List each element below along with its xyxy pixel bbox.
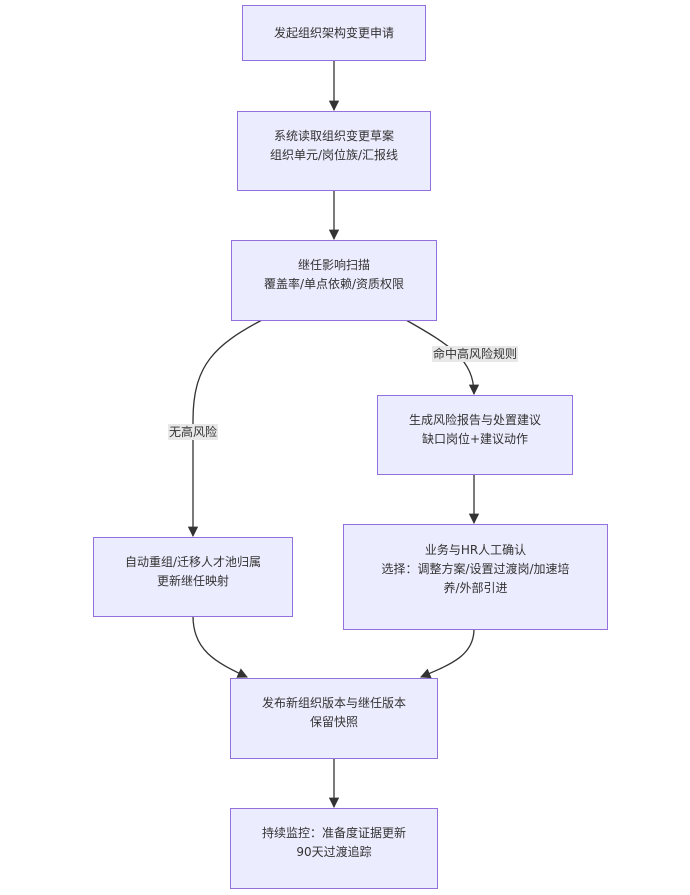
- node-scan-line-1: 继任影响扫描: [297, 258, 370, 272]
- edge-label-high-risk-hit: 命中高风险规则: [432, 346, 519, 362]
- node-start-line-1: 发起组织架构变更申请: [273, 25, 394, 40]
- node-scan-line-2: 覆盖率/单点依赖/资质权限: [263, 277, 405, 291]
- node-monitor-line-2: 90天过渡追踪: [296, 845, 372, 859]
- node-auto-reorg-line-1: 自动重组/迁移人才池归属: [124, 555, 262, 569]
- node-confirm[interactable]: 业务与HR人工确认 选择：调整方案/设置过渡岗/加速培 养/外部引进: [343, 524, 608, 630]
- edge-label-no-high-risk: 无高风险: [168, 424, 219, 440]
- node-auto-reorg-line-2: 更新继任映射: [156, 574, 229, 588]
- node-confirm-line-2: 选择：调整方案/设置过渡岗/加速培: [381, 562, 570, 576]
- node-read-draft-line-1: 系统读取组织变更草案: [273, 129, 394, 143]
- node-confirm-line-3: 养/外部引进: [443, 581, 508, 595]
- node-publish-line-2: 保留快照: [309, 715, 358, 729]
- node-risk-report-line-2: 缺口岗位+建议动作: [421, 432, 529, 446]
- node-publish[interactable]: 发布新组织版本与继任版本 保留快照: [230, 678, 438, 759]
- node-start[interactable]: 发起组织架构变更申请: [242, 5, 426, 61]
- node-auto-reorg[interactable]: 自动重组/迁移人才池归属 更新继任映射: [93, 537, 293, 617]
- node-read-draft[interactable]: 系统读取组织变更草案 组织单元/岗位族/汇报线: [237, 111, 431, 191]
- edge-scan-to-auto-reorg: [187, 319, 263, 538]
- node-risk-report-line-1: 生成风险报告与处置建议: [408, 413, 541, 427]
- node-monitor[interactable]: 持续监控：准备度证据更新 90天过渡追踪: [230, 808, 438, 889]
- node-scan[interactable]: 继任影响扫描 覆盖率/单点依赖/资质权限: [231, 240, 437, 321]
- node-publish-line-1: 发布新组织版本与继任版本: [261, 696, 406, 710]
- node-read-draft-line-2: 组织单元/岗位族/汇报线: [269, 148, 399, 162]
- node-monitor-line-1: 持续监控：准备度证据更新: [261, 826, 406, 840]
- edge-auto-reorg-to-publish: [192, 615, 248, 678]
- node-risk-report[interactable]: 生成风险报告与处置建议 缺口岗位+建议动作: [377, 395, 573, 475]
- node-confirm-line-1: 业务与HR人工确认: [424, 543, 527, 557]
- edge-confirm-to-publish: [420, 628, 475, 679]
